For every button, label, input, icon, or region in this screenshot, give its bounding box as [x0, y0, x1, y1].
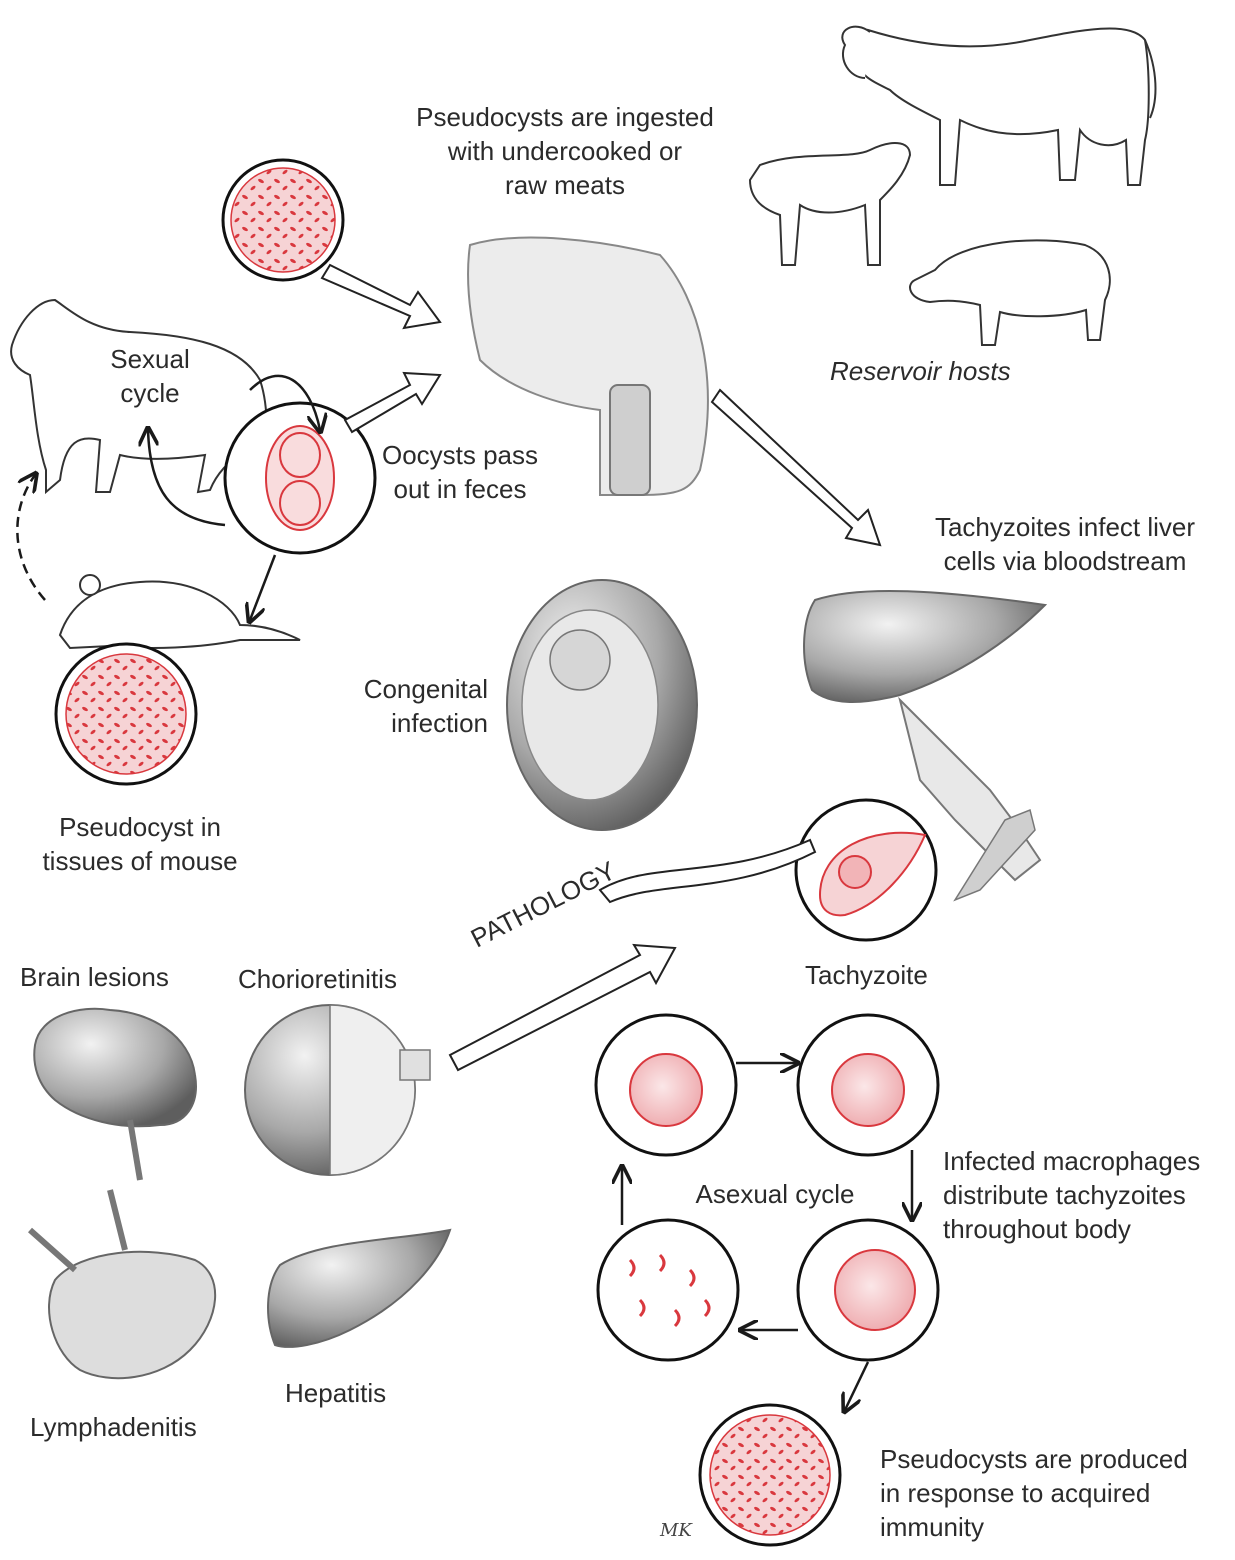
ingested-label: Pseudocysts are ingested with undercooke… [380, 100, 750, 202]
to-liver-arrow [712, 390, 880, 545]
brain-lesions-label: Brain lesions [20, 960, 169, 994]
ingested-cyst-circle [223, 160, 343, 280]
lymph-node-drawing [30, 1190, 215, 1378]
oocyst-arrow [345, 373, 440, 432]
asexual-circle-2 [798, 1015, 938, 1155]
reservoir-hosts-label: Reservoir hosts [830, 354, 1011, 388]
lymphadenitis-label: Lymphadenitis [30, 1410, 197, 1444]
oocysts-label: Oocysts pass out in feces [365, 438, 555, 506]
tachyzoite-label: Tachyzoite [805, 958, 928, 992]
sexual-cycle-label: Sexual cycle [95, 342, 205, 410]
asexual-circle-4 [598, 1220, 738, 1360]
pseudocyst-mouse-label: Pseudocyst in tissues of mouse [20, 810, 260, 878]
eye-drawing [245, 1005, 430, 1175]
ingested-arrow [322, 265, 440, 328]
lamb-drawing [750, 143, 910, 265]
asexual-circle-3 [798, 1220, 938, 1360]
tachyzoite-circle [796, 800, 936, 940]
produced-cyst-circle [700, 1405, 840, 1545]
hepatitis-liver-drawing [268, 1230, 450, 1347]
hepatitis-label: Hepatitis [285, 1376, 386, 1410]
asexual-cycle-label: Asexual cycle [680, 1177, 870, 1211]
pseudocysts-produced-label: Pseudocysts are produced in response to … [880, 1442, 1188, 1544]
pig-drawing [910, 240, 1110, 345]
macrophages-label: Infected macrophages distribute tachyzoi… [943, 1144, 1200, 1246]
fetus-drawing [507, 580, 697, 830]
pathology-arrow [600, 840, 815, 902]
artist-signature: MK [660, 1520, 692, 1541]
tachyzoites-liver-label: Tachyzoites infect liver cells via blood… [905, 510, 1225, 578]
chorioretinitis-label: Chorioretinitis [238, 962, 397, 996]
mouse-pseudocyst-circle [56, 644, 196, 784]
brain-drawing [34, 1009, 196, 1180]
asexual-circle-1 [596, 1015, 736, 1155]
congenital-label: Congenital infection [330, 672, 488, 740]
